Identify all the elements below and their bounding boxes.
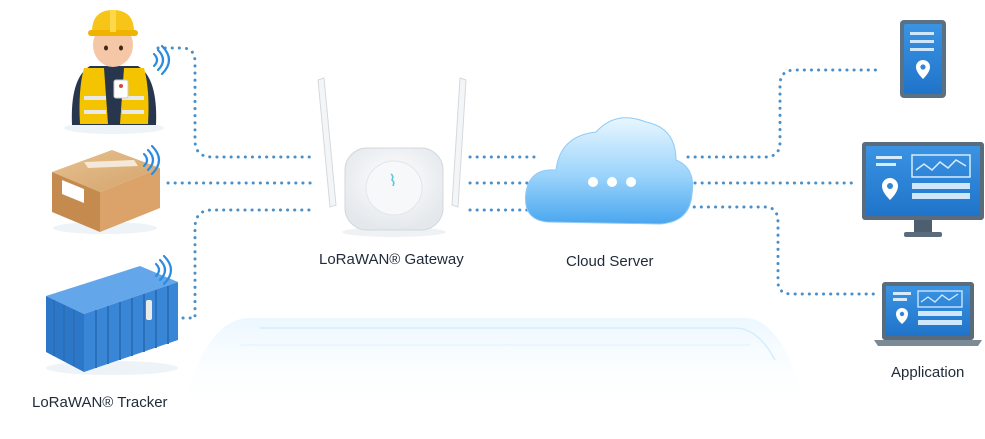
- cloud-icon: [524, 117, 694, 225]
- shipping-container-icon: [46, 266, 178, 375]
- application-label: Application: [891, 364, 965, 381]
- gateway-label: LoRaWAN® Gateway: [319, 251, 464, 268]
- connector-cloud-laptop: [678, 205, 882, 296]
- tablet-icon: [900, 20, 946, 98]
- package-box-icon: [52, 150, 160, 234]
- connector-container-gateway: [181, 208, 314, 320]
- gateway-device-icon: [317, 77, 467, 237]
- connector-cloud-tablet: [686, 68, 882, 159]
- cloud-server-label: Cloud Server: [566, 253, 654, 270]
- wifi-icon: [142, 144, 161, 176]
- tracker-label: LoRaWAN® Tracker: [32, 394, 168, 411]
- floor-glow: [180, 318, 810, 410]
- laptop-icon: [874, 282, 982, 346]
- connector-worker-gateway: [156, 46, 314, 159]
- wifi-icon: [154, 254, 173, 286]
- connector-lines: [156, 46, 882, 320]
- worker-icon: [64, 10, 164, 134]
- desktop-monitor-icon: [862, 142, 984, 237]
- wifi-icon: [152, 44, 171, 76]
